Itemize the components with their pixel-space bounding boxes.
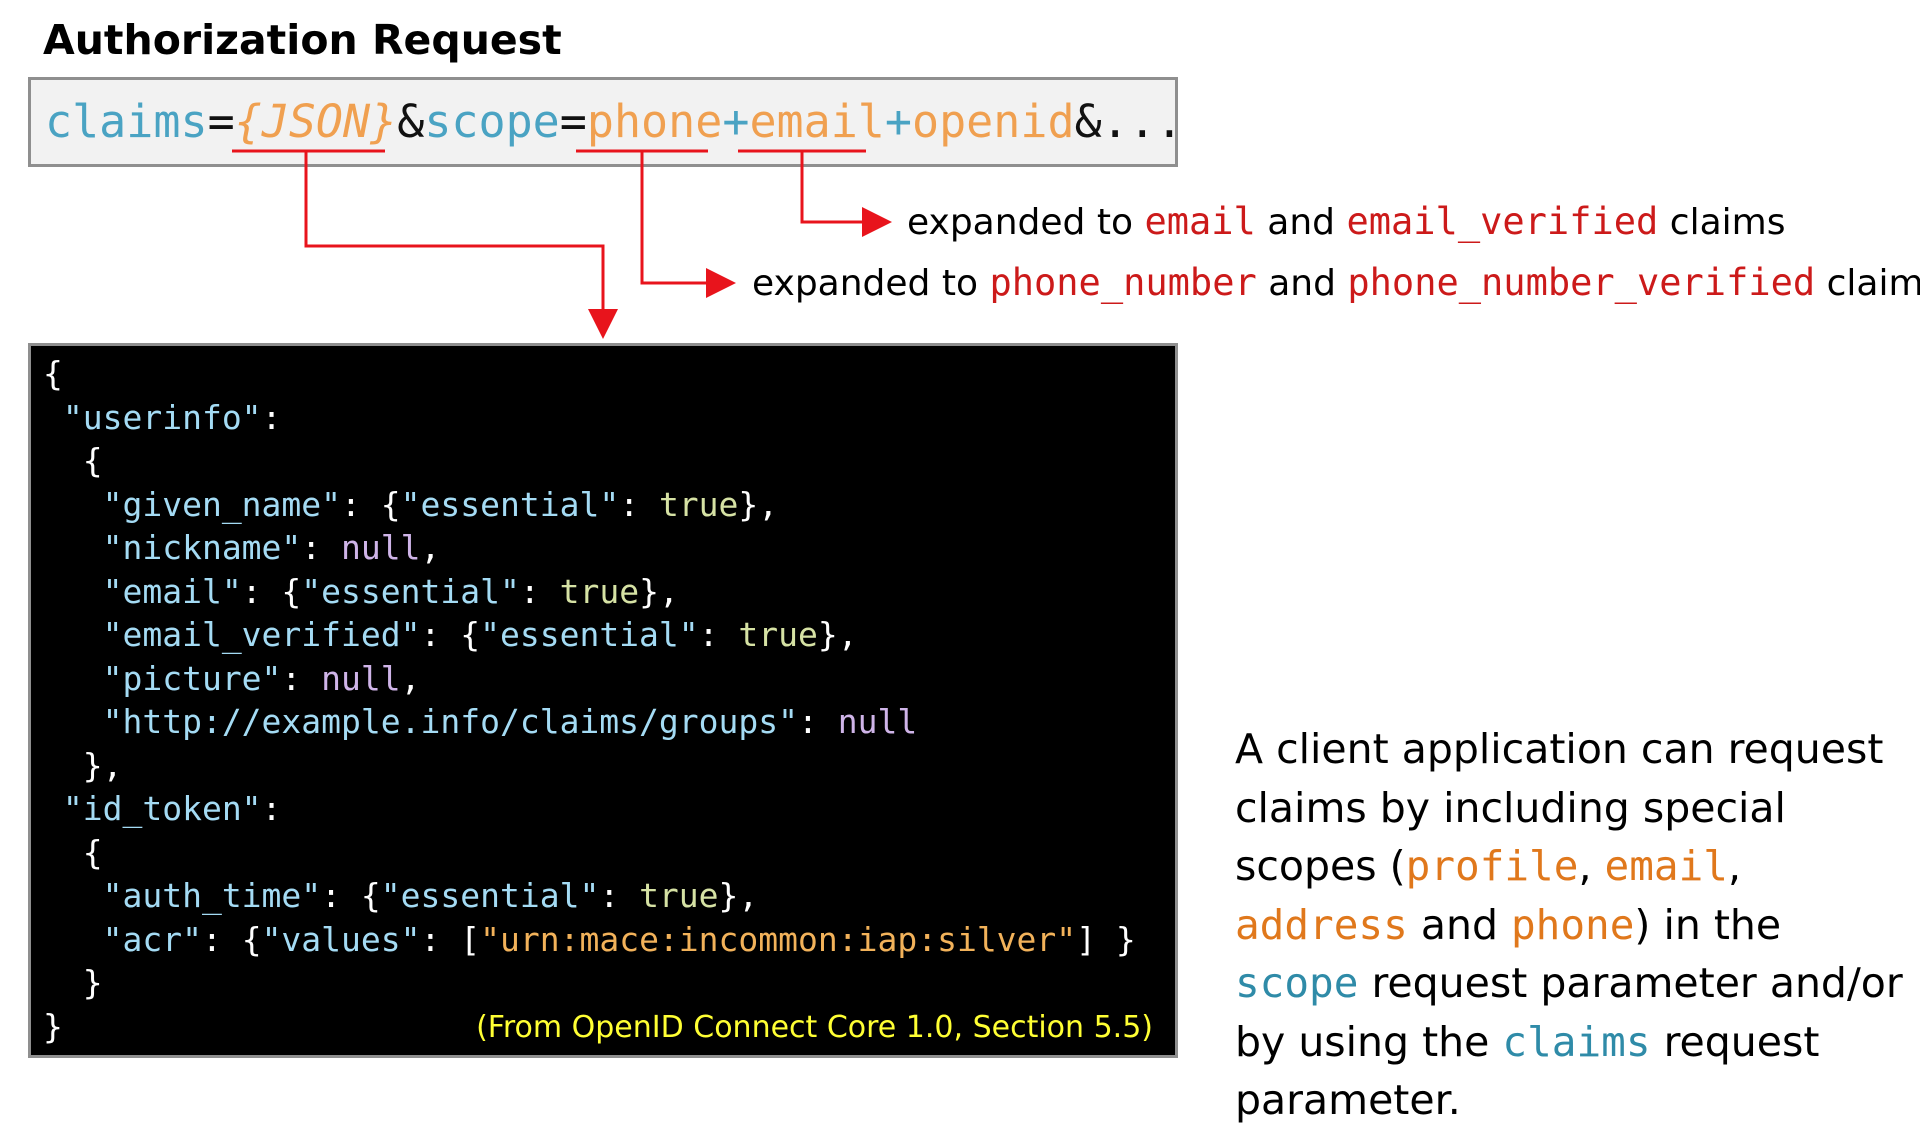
brace: {: [43, 354, 63, 393]
json-key-auth-time: "auth_time": [102, 876, 322, 915]
connector-arrows: [232, 149, 892, 339]
json-key-picture: "picture": [102, 658, 282, 698]
scope-phone: phone: [1511, 900, 1635, 949]
claim-email-verified: email_verified: [1346, 200, 1659, 243]
email-expansion-note: expanded to email and email_verified cla…: [907, 198, 1785, 247]
scope-param-word: scope: [1235, 959, 1359, 1007]
json-true: true: [559, 571, 640, 611]
scope-profile: profile: [1405, 842, 1579, 890]
claim-phone-number: phone_number: [989, 261, 1257, 304]
json-key-essential: "essential": [400, 484, 620, 524]
json-null: null: [837, 702, 918, 741]
json-key-given-name: "given_name": [102, 484, 342, 524]
source-citation: (From OpenID Connect Core 1.0, Section 5…: [476, 1010, 1153, 1045]
equals-sign: =: [559, 95, 587, 148]
scope-email: email: [749, 95, 885, 148]
json-key-userinfo: "userinfo": [62, 397, 262, 437]
authorization-request-box: claims={JSON}&scope=phone+email+openid&.…: [28, 77, 1183, 167]
json-acr-value: "urn:mace:incommon:iap:silver": [480, 919, 1077, 959]
json-example-panel: { "userinfo": { "given_name": {"essentia…: [28, 343, 1178, 1058]
phone-expansion-arrow: [640, 151, 736, 298]
query-tail: &...: [1074, 95, 1183, 148]
note-text: expanded to: [907, 202, 1145, 243]
json-key-email-verified: "email_verified": [102, 615, 421, 654]
json-key-essential: "essential": [380, 876, 600, 915]
json-null: null: [341, 528, 421, 567]
note-text: claims: [1658, 202, 1786, 243]
claims-param-name: claims: [45, 95, 208, 148]
separator: and: [1407, 900, 1511, 949]
claim-email: email: [1144, 200, 1256, 243]
json-expansion-arrow: [304, 151, 618, 339]
json-key-email: "email": [102, 571, 242, 611]
note-text: and: [1255, 202, 1347, 243]
email-expansion-arrow: [800, 151, 892, 237]
ampersand: &: [397, 95, 425, 148]
json-key-id-token: "id_token": [62, 789, 262, 828]
json-key-groups: "http://example.info/claims/groups": [102, 702, 798, 741]
explanation-text: A client application can request claims …: [1235, 720, 1915, 1130]
json-key-values: "values": [261, 919, 421, 959]
json-null: null: [321, 658, 401, 698]
explanation-part: request parameter and/or by using the: [1235, 959, 1903, 1066]
brace: }: [43, 1006, 63, 1046]
json-true: true: [639, 876, 719, 915]
json-key-acr: "acr": [102, 919, 202, 959]
note-text: expanded to: [752, 263, 990, 304]
claim-phone-number-verified: phone_number_verified: [1347, 261, 1816, 304]
separator: ,: [1578, 842, 1605, 890]
separator: ,: [1727, 842, 1741, 890]
scope-email: email: [1604, 842, 1728, 890]
note-text: and: [1256, 263, 1348, 304]
json-key-nickname: "nickname": [102, 528, 302, 567]
json-placeholder: {JSON}: [234, 95, 398, 148]
plus-sign: +: [722, 95, 750, 148]
explanation-part: ) in the: [1634, 900, 1782, 949]
scope-param-name: scope: [424, 95, 560, 148]
claims-param-word: claims: [1502, 1017, 1651, 1066]
json-true: true: [738, 615, 818, 654]
plus-sign: +: [884, 95, 912, 148]
phone-expansion-note: expanded to phone_number and phone_numbe…: [752, 259, 1920, 308]
json-key-essential: "essential": [301, 571, 520, 611]
json-code-block: { "userinfo": { "given_name": {"essentia…: [43, 354, 1136, 1046]
explanation-part: A client application can request claims …: [1235, 725, 1884, 890]
page-title: Authorization Request: [43, 16, 562, 64]
scope-address: address: [1235, 900, 1408, 949]
scope-openid: openid: [912, 95, 1075, 148]
json-key-essential: "essential": [480, 615, 699, 654]
json-true: true: [658, 484, 739, 524]
scope-phone: phone: [586, 95, 723, 148]
request-query-string: claims={JSON}&scope=phone+email+openid&.…: [45, 92, 1183, 152]
equals-sign: =: [207, 95, 235, 148]
note-text: claims: [1826, 263, 1920, 304]
